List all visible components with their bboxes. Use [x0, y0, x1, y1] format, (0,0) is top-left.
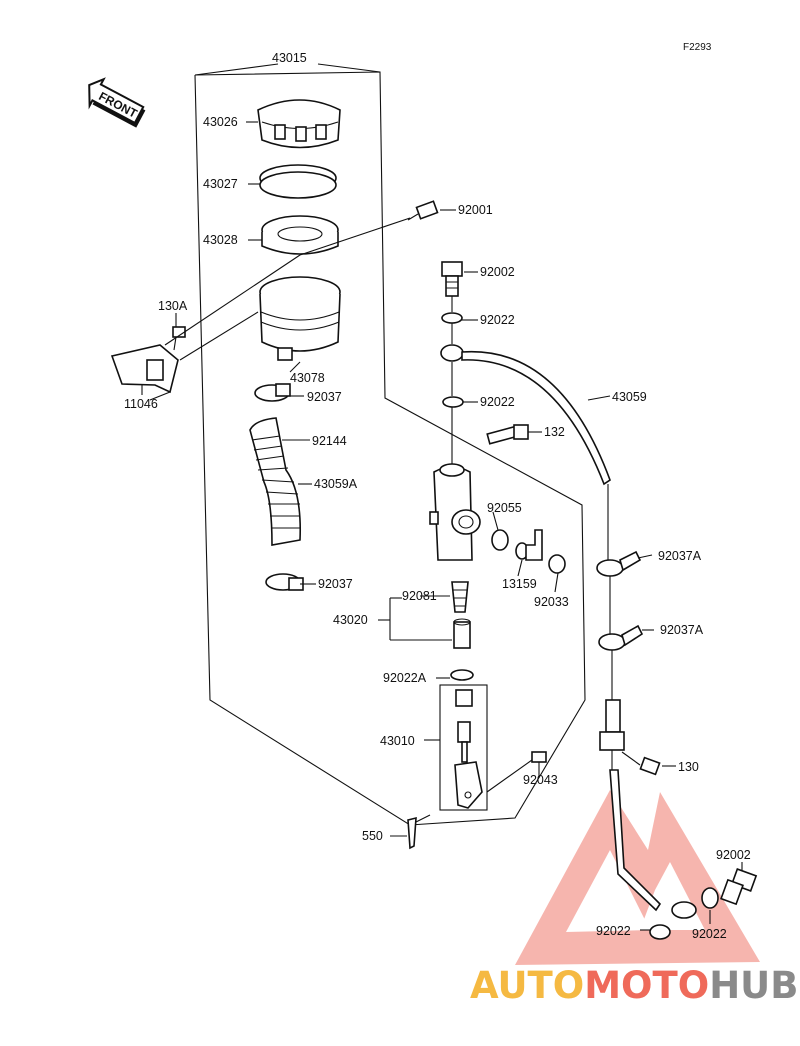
label-132: 132	[544, 425, 565, 439]
pushrod-43010	[454, 689, 483, 809]
label-92022-right: 92022	[692, 927, 727, 941]
bolt-132	[486, 424, 529, 445]
seal-92022A	[450, 669, 474, 681]
front-arrow-icon: FRONT	[88, 77, 146, 128]
label-92022-upper: 92022	[480, 313, 515, 327]
watermark-part-moto: MOTO	[584, 964, 709, 1007]
hose-clamp-upper	[254, 383, 291, 402]
watermark-part-hub: HUB	[709, 964, 798, 1007]
washer-92022-lower	[442, 396, 464, 408]
label-43059: 43059	[612, 390, 647, 404]
label-92002-lower: 92002	[716, 848, 751, 862]
label-92001: 92001	[458, 203, 493, 217]
cotter-pin-550	[407, 816, 417, 850]
reservoir-cap	[257, 99, 341, 149]
label-92037-upper: 92037	[307, 390, 342, 404]
bolt-92043	[531, 751, 547, 778]
washer-92022-right	[701, 887, 719, 909]
hose-clamp-lower	[265, 573, 304, 591]
label-43026: 43026	[203, 115, 238, 129]
watermark-part-auto: AUTO	[470, 964, 584, 1007]
label-92037A-upper: 92037A	[658, 549, 702, 563]
master-cylinder-body	[429, 463, 481, 561]
banjo-bolt-upper	[441, 261, 463, 297]
reservoir-diaphragm	[261, 215, 339, 255]
label-92002-upper: 92002	[480, 265, 515, 279]
label-92055: 92055	[487, 501, 522, 515]
bracket-11046	[110, 344, 179, 394]
label-11046: 11046	[124, 397, 158, 411]
circlip-92033	[548, 554, 566, 574]
label-92022A: 92022A	[383, 671, 427, 685]
banjo-bolt-lower	[720, 868, 758, 906]
label-550: 550	[362, 829, 383, 843]
clamp-92037A-upper	[596, 550, 642, 577]
o-ring-92055	[491, 529, 509, 551]
washer-92022-bottom	[649, 924, 671, 940]
label-43028: 43028	[203, 233, 238, 247]
drawing-code: F2293	[683, 42, 712, 53]
washer-92022-upper	[441, 312, 463, 324]
label-43020: 43020	[333, 613, 368, 627]
label-43027: 43027	[203, 177, 238, 191]
label-92022-bottom: 92022	[596, 924, 631, 938]
label-92144: 92144	[312, 434, 347, 448]
label-13159: 13159	[502, 577, 537, 591]
label-43015: 43015	[272, 51, 307, 65]
reservoir-hose	[249, 417, 302, 546]
label-92022-lower: 92022	[480, 395, 515, 409]
label-130A: 130A	[158, 299, 188, 313]
pushrod-frame	[439, 684, 488, 811]
brake-pipe-lower	[599, 699, 697, 919]
label-43059A: 43059A	[314, 477, 358, 491]
label-92033: 92033	[534, 595, 569, 609]
label-130: 130	[678, 760, 699, 774]
reservoir-body	[259, 276, 341, 361]
label-92037A-lower: 92037A	[660, 623, 704, 637]
fitting-13159	[515, 529, 543, 561]
watermark-text: AUTOMOTOHUB	[470, 964, 798, 1007]
label-92081: 92081	[402, 589, 437, 603]
label-43078: 43078	[290, 371, 325, 385]
clamp-92037A-lower	[598, 624, 644, 651]
spring-92081	[451, 581, 469, 613]
assembly-frame-43015	[194, 71, 586, 826]
reservoir-plate	[259, 164, 337, 199]
label-92043: 92043	[523, 773, 558, 787]
bolt-92001	[407, 200, 439, 221]
brake-hose	[440, 344, 611, 486]
label-43010: 43010	[380, 734, 415, 748]
label-92037-lower: 92037	[318, 577, 353, 591]
bolt-130	[639, 756, 661, 776]
piston-43020	[453, 618, 471, 649]
